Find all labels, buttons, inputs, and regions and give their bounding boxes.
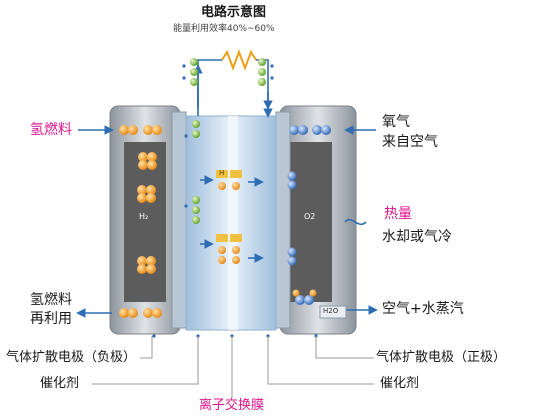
h2o-box <box>319 305 347 319</box>
label-catalyst-left: 催化剂 <box>40 376 80 391</box>
label-cooling: 水却或气冷 <box>382 229 452 245</box>
label-h2-chamber: H₂ <box>139 212 149 221</box>
label-oxygen: 氧气 <box>382 114 410 130</box>
electron-dots <box>152 64 318 338</box>
label-anode: 气体扩散电极（负极） <box>6 350 137 365</box>
proton-ions <box>216 170 242 264</box>
anode-block <box>109 105 187 335</box>
label-heat: 热量 <box>384 206 412 222</box>
label-catalyst-right: 催化剂 <box>380 376 420 391</box>
label-hydrogen-fuel: 氢燃料 <box>30 122 72 138</box>
cathode-block <box>275 105 357 335</box>
label-ion-h: H <box>219 169 225 177</box>
water-hydrogen <box>292 289 317 297</box>
label-air-vapor: 空气+水蒸汽 <box>382 301 464 317</box>
label-from-air: 来自空气 <box>382 134 438 150</box>
hydrogen-molecules <box>119 125 162 318</box>
external-circuit <box>193 49 273 110</box>
electrons <box>190 58 266 224</box>
diagram-subtitle: 能量利用效率40%~60% <box>173 24 275 34</box>
callout-lines <box>92 336 374 398</box>
membrane-block <box>185 115 277 331</box>
oxygen-molecules <box>287 125 331 305</box>
label-hydrogen-reuse-1: 氢燃料 <box>30 292 72 308</box>
diagram-title: 电路示意图 <box>201 5 267 20</box>
label-membrane: 离子交换膜 <box>199 398 265 413</box>
label-hydrogen-reuse-2: 再利用 <box>30 311 72 327</box>
label-o2-chamber: O2 <box>304 212 316 221</box>
label-cathode: 气体扩散电极（正极） <box>376 350 507 365</box>
flow-arrows <box>76 92 378 318</box>
label-h2o-chamber: H2O <box>323 307 339 315</box>
